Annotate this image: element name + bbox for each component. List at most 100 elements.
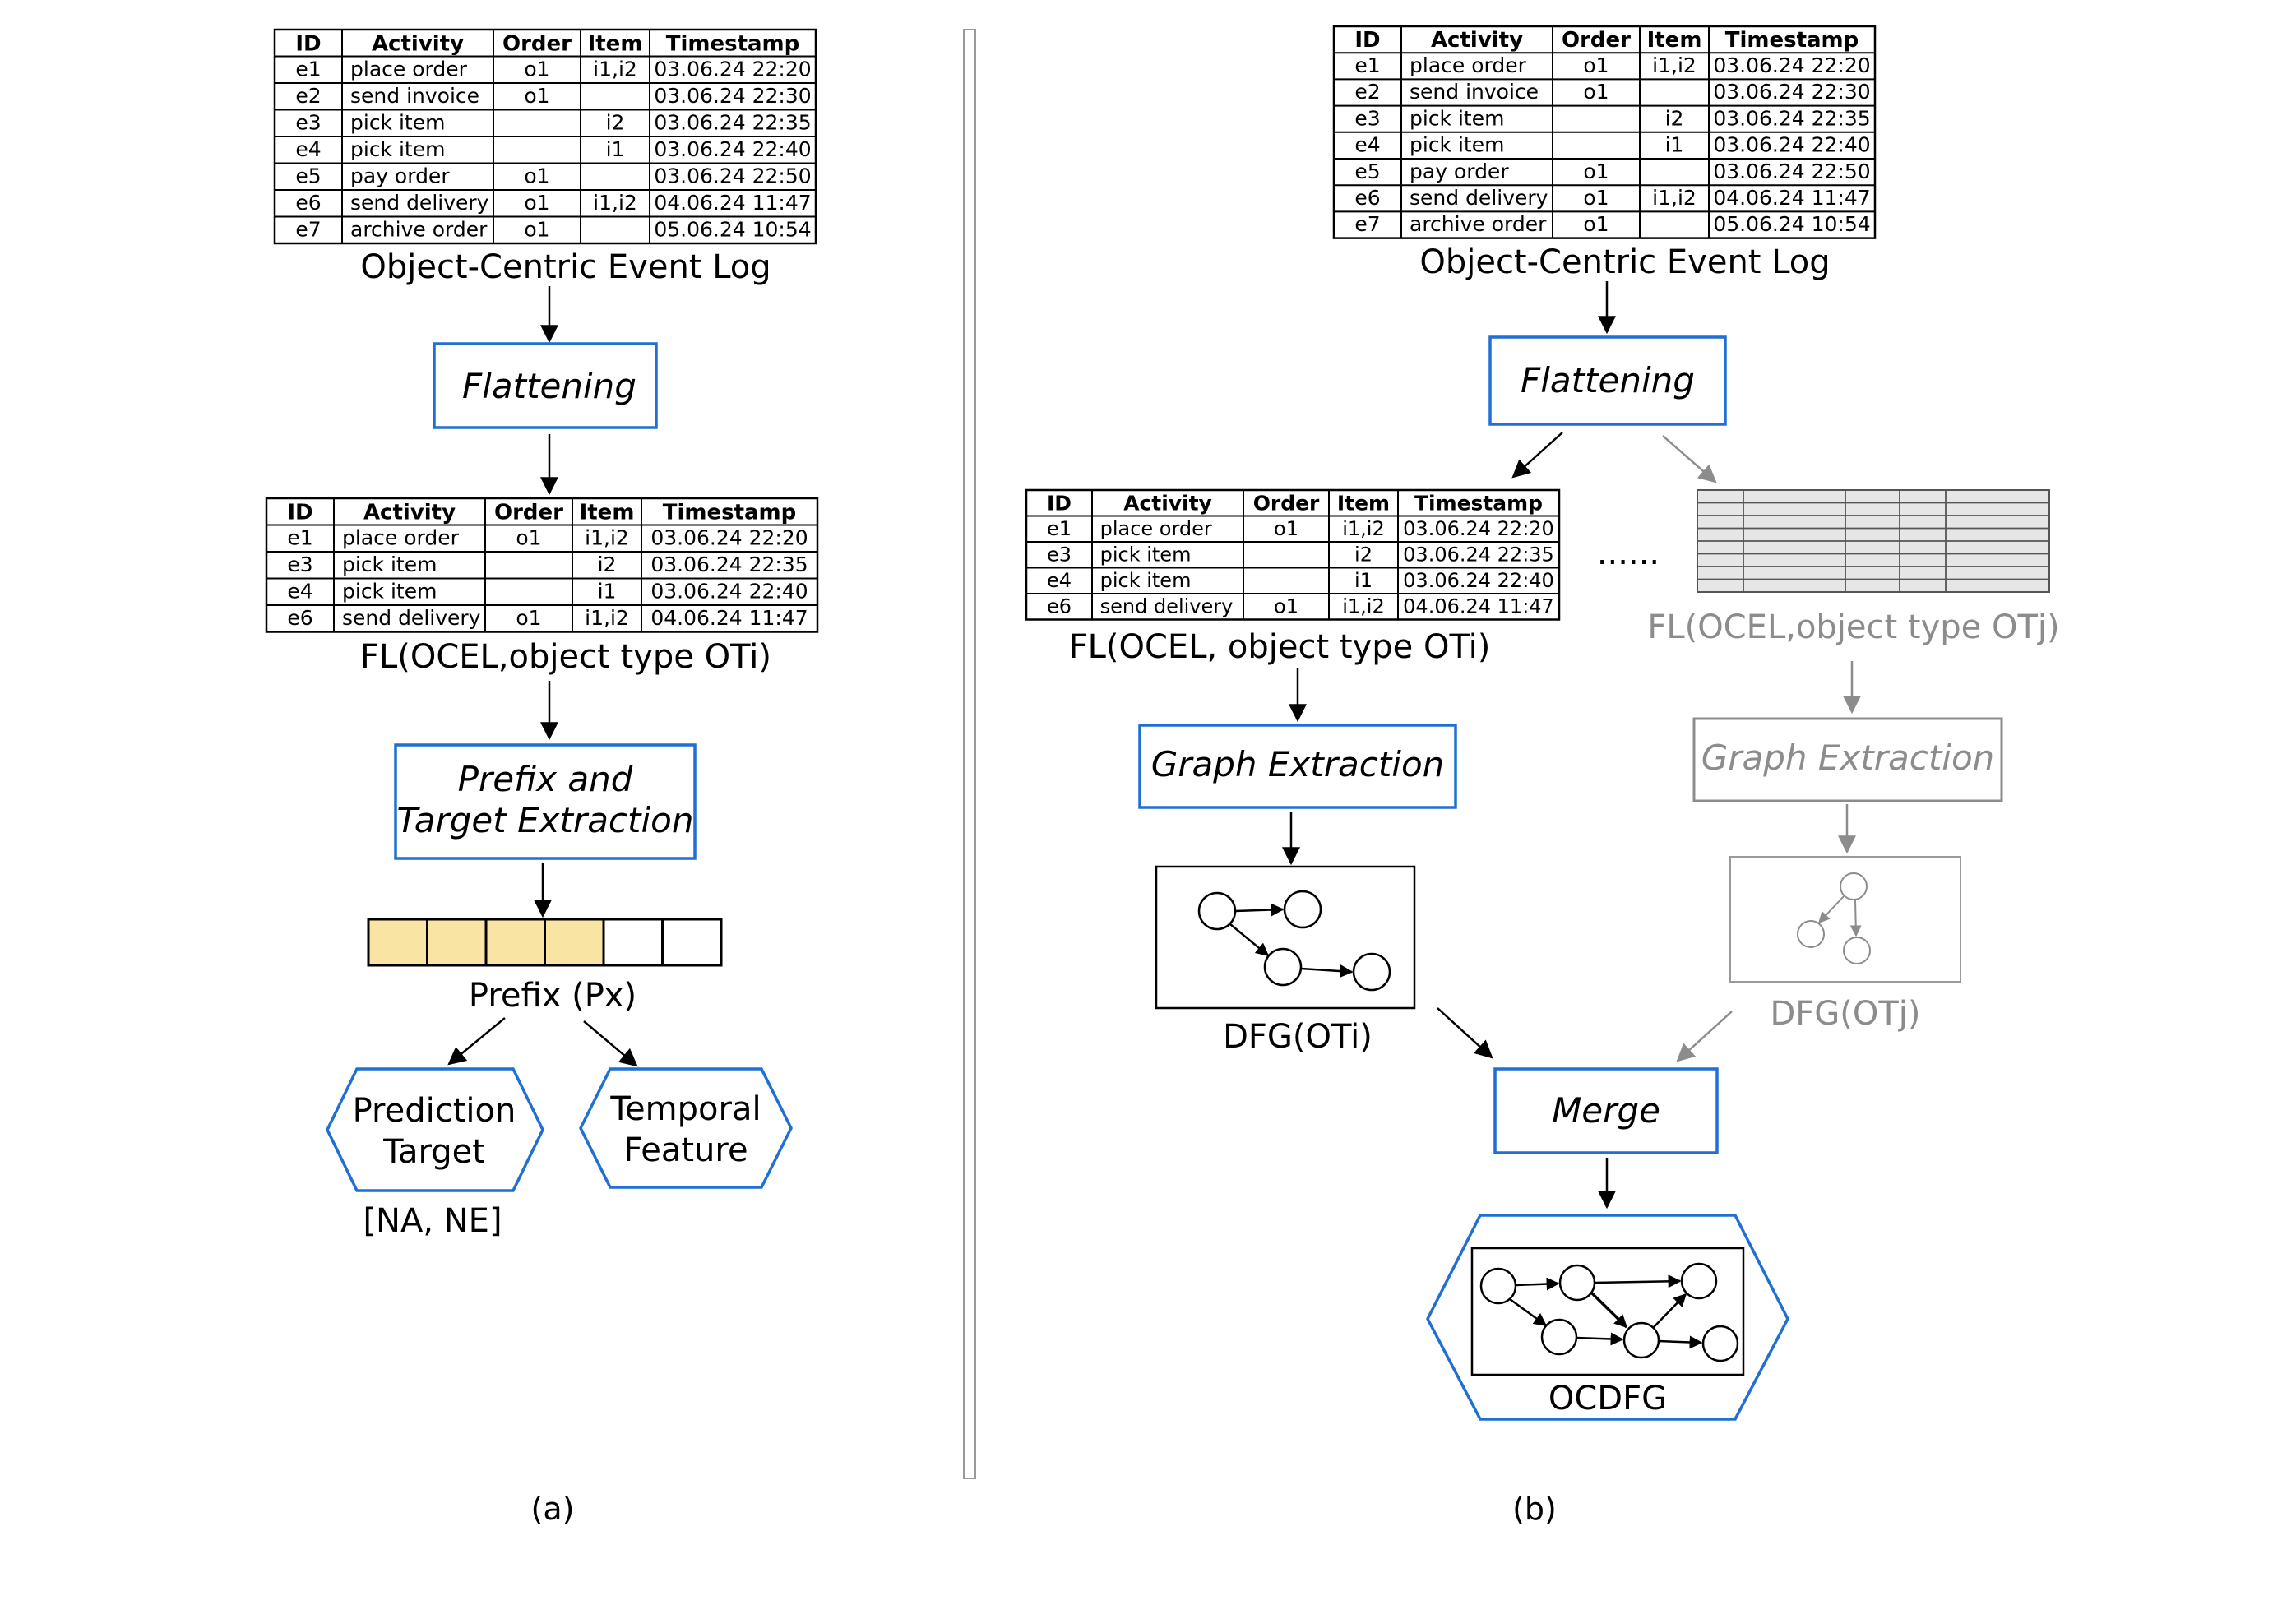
table-header-cell: Item bbox=[1647, 28, 1702, 53]
table-cell: pick item bbox=[1100, 569, 1192, 592]
table-cell: i2 bbox=[1354, 543, 1373, 566]
table-cell: i1 bbox=[1354, 569, 1373, 592]
table-cell: o1 bbox=[1583, 212, 1609, 236]
temporal-feature-line2: Feature bbox=[623, 1131, 748, 1169]
table-cell: 03.06.24 22:40 bbox=[1713, 133, 1870, 157]
prediction-target-values: [NA, NE] bbox=[363, 1202, 502, 1240]
table-cell: 03.06.24 22:20 bbox=[1713, 53, 1870, 77]
table-cell: place order bbox=[1100, 517, 1212, 540]
table-cell: o1 bbox=[516, 606, 541, 630]
table-cell: o1 bbox=[524, 164, 549, 188]
table-cell: e7 bbox=[295, 218, 321, 242]
table-cell: 03.06.24 22:40 bbox=[1403, 569, 1554, 592]
table-cell: 03.06.24 22:35 bbox=[1713, 106, 1870, 130]
ellipsis: ...... bbox=[1597, 534, 1660, 572]
table-cell: place order bbox=[350, 58, 468, 81]
table-header-cell: Timestamp bbox=[1725, 28, 1859, 53]
arrow-dfg-i-to-merge bbox=[1437, 1007, 1493, 1059]
merge-label: Merge bbox=[1552, 1090, 1660, 1131]
merge-box bbox=[1493, 1067, 1719, 1154]
flattening-label-a: Flattening bbox=[462, 366, 636, 406]
ocdfg-node bbox=[1680, 1262, 1718, 1300]
table-cell: 03.06.24 22:35 bbox=[650, 553, 808, 576]
extraction-box bbox=[394, 743, 697, 860]
table-cell: pick item bbox=[342, 553, 437, 576]
table-cell: i1,i2 bbox=[1652, 53, 1697, 77]
table-header-cell: ID bbox=[295, 31, 321, 56]
ocel-caption-b: Object-Centric Event Log bbox=[1419, 243, 1830, 281]
dfg-otj-node bbox=[1843, 937, 1871, 964]
flattening-box-b bbox=[1488, 335, 1727, 426]
table-cell: 03.06.24 22:40 bbox=[650, 580, 808, 604]
ocdfg-label: OCDFG bbox=[1548, 1380, 1667, 1418]
graph-extraction-box-oti bbox=[1138, 724, 1457, 809]
table-cell: 05.06.24 10:54 bbox=[1713, 212, 1870, 236]
table-cell: i1,i2 bbox=[1342, 594, 1385, 617]
ocdfg-node bbox=[1701, 1325, 1739, 1362]
ocdfg-node bbox=[1558, 1264, 1596, 1302]
table-cell: i1,i2 bbox=[1652, 186, 1697, 210]
table-cell: send delivery bbox=[350, 191, 489, 215]
prefix-sequence bbox=[367, 918, 723, 967]
table-cell: e1 bbox=[1047, 517, 1072, 540]
table-cell: i2 bbox=[1665, 106, 1684, 130]
prediction-target-hexagon bbox=[326, 1067, 544, 1192]
panel-b-label: (b) bbox=[1512, 1491, 1557, 1527]
table-cell: e3 bbox=[1354, 106, 1380, 130]
dfg-otj-node bbox=[1797, 920, 1825, 948]
flattened-table-otj bbox=[1697, 489, 2050, 593]
table-cell: 05.06.24 10:54 bbox=[654, 218, 811, 242]
table-cell: o1 bbox=[1583, 160, 1609, 183]
table-cell: 03.06.24 22:35 bbox=[654, 111, 811, 135]
ocdfg-node bbox=[1479, 1267, 1517, 1305]
table-cell: o1 bbox=[1274, 594, 1298, 617]
table-header-cell: Item bbox=[580, 500, 635, 525]
arrow-flattening-to-fl-i bbox=[1511, 432, 1563, 479]
table-cell: 03.06.24 22:40 bbox=[654, 137, 811, 161]
prefix-cell bbox=[426, 918, 488, 967]
table-cell: archive order bbox=[1410, 212, 1547, 236]
ocdfg-edge bbox=[1590, 1291, 1628, 1329]
table-cell: e4 bbox=[1354, 133, 1380, 157]
table-cell: o1 bbox=[524, 58, 549, 81]
panel-a-label: (a) bbox=[531, 1491, 575, 1527]
table-cell: o1 bbox=[1583, 80, 1609, 104]
table-cell: i1 bbox=[606, 137, 625, 161]
table-cell: e6 bbox=[1047, 594, 1072, 617]
table-header-cell: Activity bbox=[372, 31, 464, 56]
table-header-cell: Timestamp bbox=[663, 500, 797, 525]
table-cell: 03.06.24 22:50 bbox=[1713, 160, 1870, 183]
table-cell: e1 bbox=[1354, 53, 1380, 77]
table-cell: pick item bbox=[1410, 133, 1504, 157]
table-cell: e6 bbox=[295, 191, 321, 215]
dfg-oti-node bbox=[1263, 947, 1303, 987]
table-cell: e5 bbox=[1354, 160, 1380, 183]
table-cell: e6 bbox=[1354, 186, 1380, 210]
table-cell: e6 bbox=[287, 606, 312, 630]
table-cell: send delivery bbox=[1410, 186, 1548, 210]
table-header-cell: Timestamp bbox=[666, 31, 800, 56]
fl-caption-otj: FL(OCEL,object type OTj) bbox=[1647, 608, 2059, 646]
dfg-otj-caption: DFG(OTj) bbox=[1770, 995, 1920, 1033]
ocdfg-edge bbox=[1509, 1297, 1548, 1327]
table-header-cell: Order bbox=[494, 500, 563, 525]
fl-caption-a: FL(OCEL,object type OTi) bbox=[360, 638, 771, 676]
table-header-cell: Timestamp bbox=[1414, 492, 1543, 516]
ocdfg-edge bbox=[1658, 1335, 1703, 1349]
dfg-oti-node bbox=[1283, 890, 1322, 929]
flattening-box-a bbox=[433, 342, 658, 429]
table-cell: pay order bbox=[350, 164, 450, 188]
dfg-oti-edge bbox=[1300, 964, 1354, 978]
table-cell: e2 bbox=[295, 84, 321, 108]
prediction-target-line1: Prediction bbox=[353, 1092, 516, 1130]
table-cell: e3 bbox=[287, 553, 312, 576]
table-cell: pick item bbox=[350, 111, 445, 135]
table-cell: send invoice bbox=[350, 84, 479, 108]
table-header-cell: Order bbox=[1562, 28, 1631, 53]
prefix-cell bbox=[484, 918, 546, 967]
dfg-oti-caption: DFG(OTi) bbox=[1223, 1018, 1373, 1056]
panel-divider bbox=[963, 29, 976, 1479]
table-cell: i1 bbox=[1665, 133, 1684, 157]
